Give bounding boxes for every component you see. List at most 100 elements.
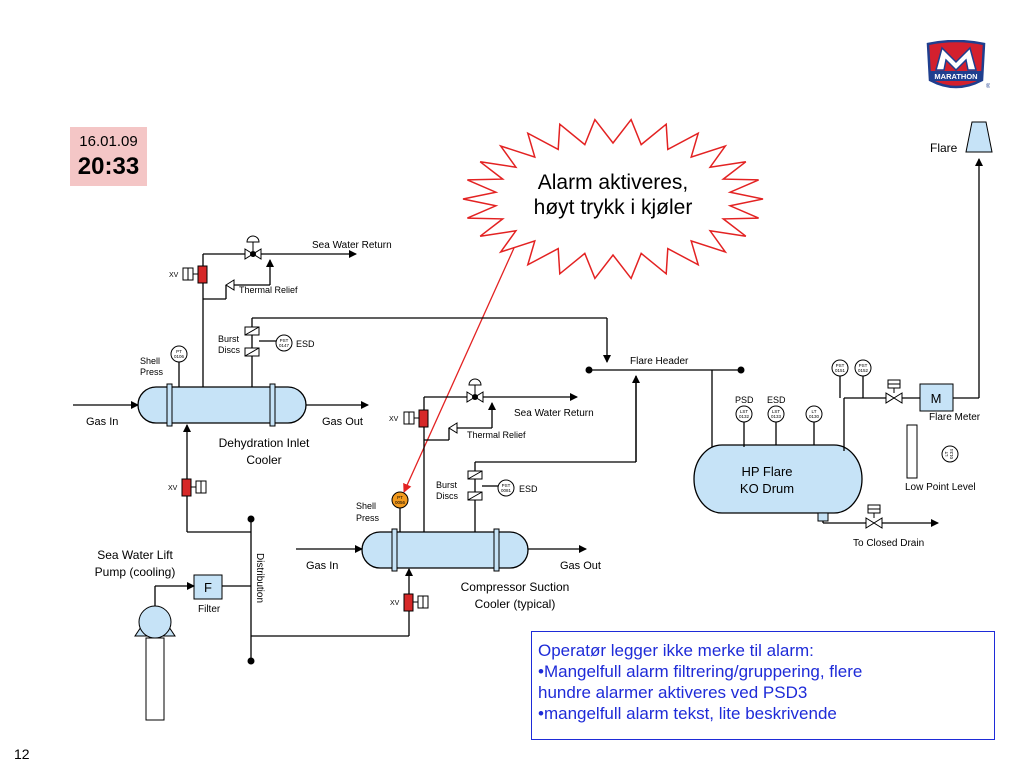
filter-box: [193, 574, 223, 600]
flare-meter-box: [919, 383, 954, 412]
alarm-callout: Alarm aktiveres, høyt trykk i kjøler: [462, 118, 764, 280]
distribution-section: Distribution F Filter Sea Water Lift Pum…: [95, 515, 409, 721]
note-line-3: hundre alarmer aktiveres ved PSD3: [538, 683, 808, 702]
psd-label: PSD: [735, 395, 754, 405]
svg-text:0132: 0132: [739, 414, 750, 419]
compressor-label-2: Cooler (typical): [475, 597, 556, 611]
pt-0056-instrument-alarm: [391, 491, 409, 509]
flare-label: Flare: [930, 141, 958, 155]
control-valve-2: [466, 378, 484, 403]
xv-label-2: XV: [168, 485, 178, 492]
hp-flare-ko-drum: [693, 444, 863, 514]
sea-water-pump: [134, 605, 176, 721]
low-point-level-label: Low Point Level: [905, 482, 976, 493]
svg-text:LT: LT: [812, 409, 817, 414]
sea-water-lift-label-2: Pump (cooling): [95, 565, 176, 579]
pst-0081-instrument: [497, 479, 515, 497]
svg-text:PST: PST: [859, 363, 868, 368]
esd-label-1: ESD: [296, 339, 315, 349]
svg-text:LT: LT: [944, 451, 949, 456]
page-number: 12: [14, 746, 30, 762]
svg-text:LST: LST: [740, 409, 749, 414]
lst-0132-instrument: [735, 405, 753, 423]
marathon-logo: MARATHON ®: [922, 39, 991, 92]
svg-text:PST: PST: [502, 483, 511, 488]
xv-label-4: XV: [390, 600, 400, 607]
svg-text:0152: 0152: [858, 368, 869, 373]
timestamp-time: 20:33: [77, 153, 140, 180]
gas-out-label-1: Gas Out: [322, 416, 363, 428]
dehydration-label-1: Dehydration Inlet: [219, 436, 310, 450]
xv-valve-1: [197, 265, 208, 284]
note-line-1: Operatør legger ikke merke til alarm:: [538, 641, 814, 660]
shell-label-2: Shell: [356, 501, 376, 511]
svg-text:LST: LST: [772, 409, 781, 414]
discs-label-1: Discs: [218, 345, 240, 355]
thermal-relief-valve-2: [448, 422, 458, 434]
sea-water-return-label-2: Sea Water Return: [514, 408, 594, 419]
svg-text:PST: PST: [836, 363, 845, 368]
note-line-4: •mangelfull alarm tekst, lite beskrivend…: [538, 704, 837, 723]
thermal-relief-label-2: Thermal Relief: [467, 430, 526, 440]
distribution-label: Distribution: [254, 553, 265, 603]
burst-discs-2: [467, 470, 483, 501]
hp-flare-label-1: HP Flare: [741, 464, 792, 479]
compressor-cooler-vessel: [361, 531, 529, 569]
drain-valve: [865, 504, 883, 529]
svg-text:0151: 0151: [835, 368, 846, 373]
gas-in-label-2: Gas In: [306, 560, 338, 572]
pst-0152-instrument: [854, 359, 872, 377]
gas-in-label-1: Gas In: [86, 416, 118, 428]
svg-text:0147: 0147: [279, 343, 290, 348]
press-label-1: Press: [140, 367, 164, 377]
sea-water-lift-label-1: Sea Water Lift: [97, 548, 173, 562]
low-point-level-gauge: [906, 424, 918, 479]
svg-text:PT: PT: [176, 349, 182, 354]
svg-text:0056: 0056: [395, 500, 406, 505]
flare-header-label: Flare Header: [630, 356, 689, 367]
control-valve-1: [244, 235, 262, 260]
alarm-timestamp: 16.01.09 20:33: [70, 127, 147, 186]
to-closed-drain-label: To Closed Drain: [853, 538, 924, 549]
burst-label-2: Burst: [436, 480, 458, 490]
thermal-relief-valve-1: [225, 279, 235, 291]
flare-section: Flare Header HP Flare KO Drum LST 0132 P…: [585, 121, 993, 549]
xv-label-3: XV: [389, 416, 399, 423]
xv-label-1: XV: [169, 272, 179, 279]
compressor-cooler-section: Gas In Gas Out Compressor Suction Cooler…: [296, 376, 637, 636]
timestamp-date: 16.01.09: [79, 133, 138, 150]
lst-0133-instrument: [767, 405, 785, 423]
callout-line-2: høyt trykk i kjøler: [534, 196, 693, 219]
esd-label-3: ESD: [767, 395, 786, 405]
flare-meter-label: Flare Meter: [929, 412, 981, 423]
note-line-2: •Mangelfull alarm filtrering/gruppering,…: [538, 662, 863, 681]
svg-text:MARATHON: MARATHON: [934, 72, 977, 81]
dehydration-label-2: Cooler: [246, 453, 281, 467]
svg-text:0133: 0133: [771, 414, 782, 419]
hp-flare-label-2: KO Drum: [740, 481, 794, 496]
discs-label-2: Discs: [436, 491, 458, 501]
sea-water-return-label-1: Sea Water Return: [312, 240, 392, 251]
svg-text:PT: PT: [397, 495, 403, 500]
lt-0134-instrument: [941, 445, 959, 463]
dehydration-cooler-section: Gas In Gas Out Dehydration Inlet Cooler …: [73, 235, 611, 533]
svg-text:0081: 0081: [501, 488, 512, 493]
svg-text:0134: 0134: [949, 448, 954, 459]
pst-0151-instrument: [831, 359, 849, 377]
callout-pointer-arrow: [403, 247, 515, 493]
dehydration-cooler-vessel: [137, 386, 307, 424]
xv-valve-3: [418, 409, 429, 428]
pt-0106-instrument: [170, 345, 188, 363]
lt-0130-instrument: [805, 405, 823, 423]
svg-text:0130: 0130: [809, 414, 820, 419]
burst-label-1: Burst: [218, 334, 240, 344]
shell-label-1: Shell: [140, 356, 160, 366]
xv-valve-4: [403, 593, 414, 612]
flare-stack-icon: [965, 121, 993, 153]
svg-text:®: ®: [986, 83, 990, 90]
xv-valve-2: [181, 478, 192, 497]
gas-out-label-2: Gas Out: [560, 560, 601, 572]
flare-meter-m-label: M: [931, 391, 942, 406]
filter-f-label: F: [204, 580, 212, 595]
